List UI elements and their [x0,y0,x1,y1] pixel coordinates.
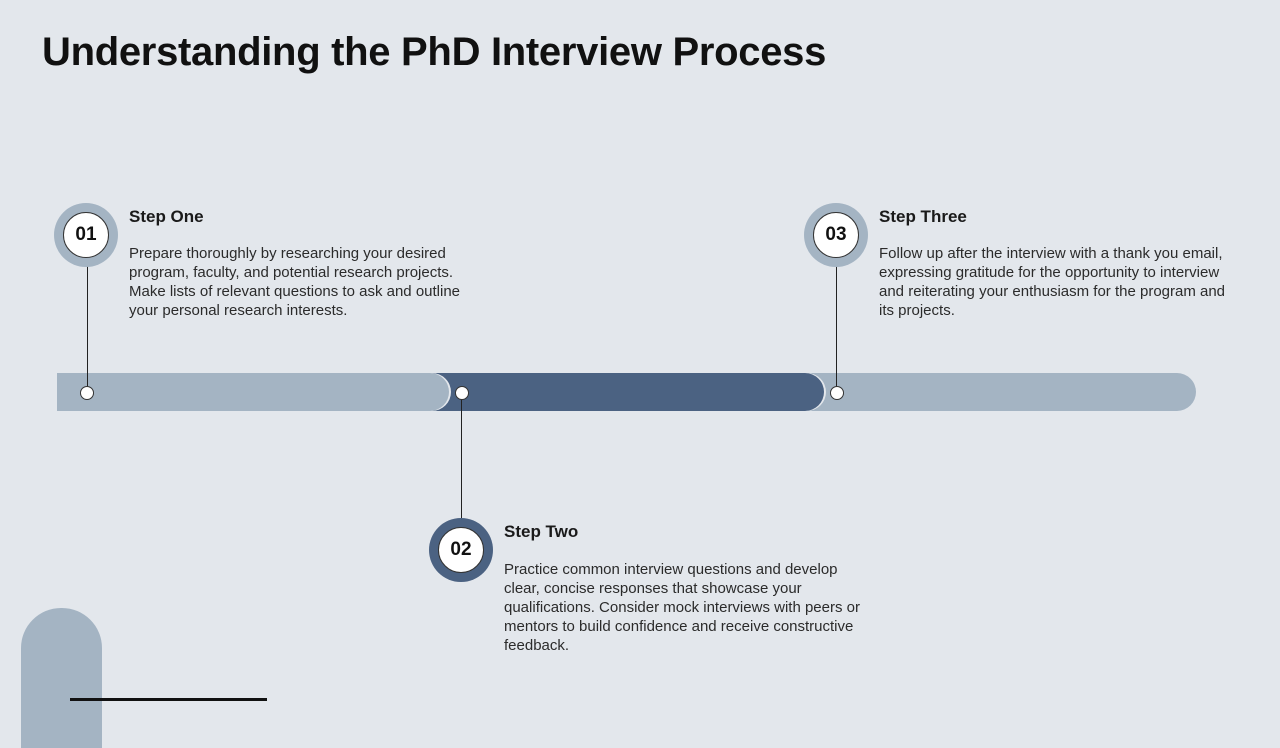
step-one-title: Step One [129,207,204,226]
step-two-node [455,386,469,400]
timeline-segment-2 [431,373,824,411]
decorative-pill-shape [21,608,102,748]
step-two-connector [461,393,462,527]
step-three-title: Step Three [879,207,967,226]
decorative-underline [70,698,267,701]
step-three-connector [836,260,837,393]
step-three-node [830,386,844,400]
step-two-title: Step Two [504,522,579,541]
step-three-badge: 03 [813,212,859,258]
timeline-segment-1 [57,373,449,411]
step-one-badge: 01 [63,212,109,258]
step-two-badge: 02 [438,527,484,573]
timeline-segment-3 [806,373,1196,411]
step-one-connector [87,260,88,393]
slide-title: Understanding the PhD Interview Process [42,30,827,74]
step-one-description: Prepare thoroughly by researching your d… [129,245,461,319]
step-one-node [80,386,94,400]
step-three-description: Follow up after the interview with a tha… [879,245,1226,319]
step-two-description: Practice common interview questions and … [504,561,860,654]
